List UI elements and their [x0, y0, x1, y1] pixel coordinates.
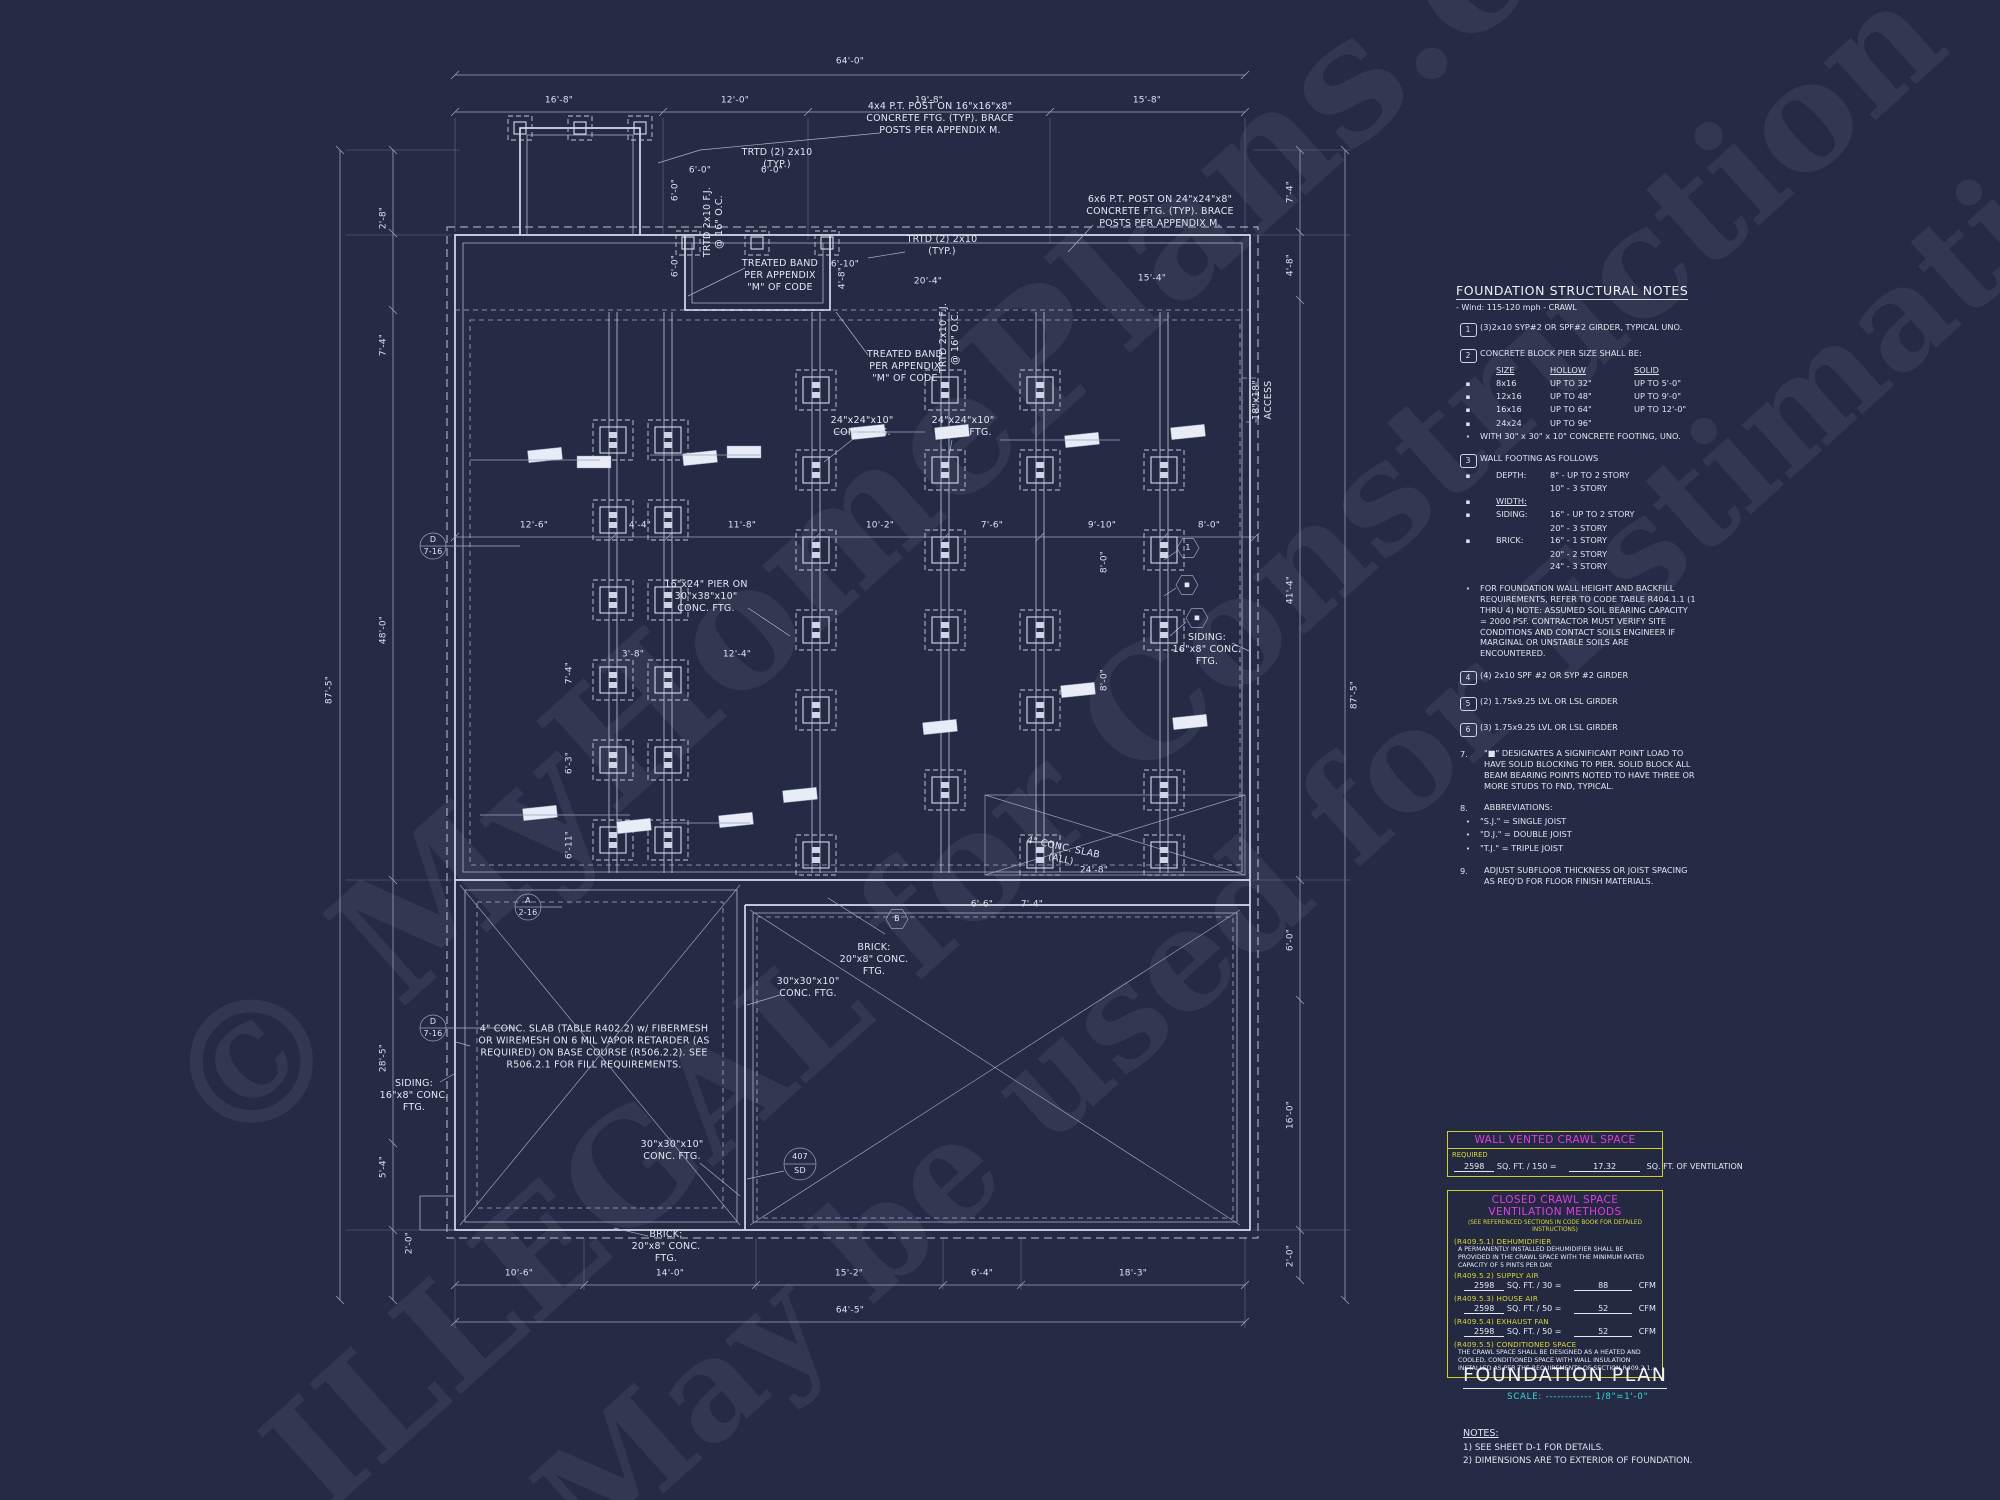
title-block: FOUNDATION PLAN SCALE: ------------ 1/8"… — [1463, 1364, 1692, 1468]
slab-diagonals — [459, 794, 1246, 1226]
structural-note-row: ▪BRICK:16" - 1 STORY — [1465, 535, 1607, 546]
detail-markers — [419, 532, 1209, 1181]
structural-note-row: •WITH 30" x 30" x 10" CONCRETE FOOTING, … — [1465, 430, 1681, 441]
structural-note-row: 5(2) 1.75x9.25 LVL OR LSL GIRDER — [1456, 696, 1696, 712]
structural-note-row: 20" - 3 STORY — [1550, 522, 1607, 533]
sheet-notes: NOTES: 1) SEE SHEET D-1 FOR DETAILS. 2) … — [1463, 1428, 1692, 1468]
structural-note-row: ▪WIDTH: — [1465, 496, 1527, 507]
structural-note-row: •"D.J." = DOUBLE JOIST — [1465, 829, 1572, 840]
foundation-structural-notes: FOUNDATION STRUCTURAL NOTES - Wind: 115-… — [1456, 280, 1696, 887]
crawl-area-value: 2598 — [1454, 1162, 1495, 1172]
structural-note-row: ▪SIDING:16" - UP TO 2 STORY — [1465, 509, 1635, 520]
sheet-notes-title: NOTES: — [1463, 1428, 1499, 1439]
structural-note-row: 6(3) 1.75x9.25 LVL OR LSL GIRDER — [1456, 722, 1696, 738]
structural-note-row: •"S.J." = SINGLE JOIST — [1465, 816, 1567, 827]
ventilation-formula: 2598 SQ. FT. / 150 = 17.32 SQ. FT. OF VE… — [1448, 1159, 1743, 1176]
closed-crawl-subtitle: (SEE REFERENCED SECTIONS IN CODE BOOK FO… — [1467, 1220, 1643, 1234]
sheet-note-2: 2) DIMENSIONS ARE TO EXTERIOR OF FOUNDAT… — [1463, 1455, 1693, 1466]
structural-note-row: 24" - 3 STORY — [1550, 561, 1607, 572]
sheet-note-1: 1) SEE SHEET D-1 FOR DETAILS. — [1463, 1443, 1604, 1453]
scale-note: SCALE: ------------ 1/8"=1'-0" — [1507, 1392, 1649, 1402]
required-label: REQUIRED — [1452, 1151, 1488, 1159]
structural-note-row: 7."■" DESIGNATES A SIGNIFICANT POINT LOA… — [1460, 748, 1695, 791]
wall-vented-crawl-space-table: WALL VENTED CRAWL SPACE REQUIRED 2598 SQ… — [1447, 1131, 1743, 1177]
closed-crawl-title-line1: CLOSED CRAWL SPACE — [1491, 1194, 1619, 1206]
notes-rows: 1(3)2x10 SYP#2 OR SPF#2 GIRDER, TYPICAL … — [1456, 322, 1696, 887]
dimension-lines — [339, 74, 1350, 1328]
ventilation-unit: SQ. FT. OF VENTILATION — [1646, 1162, 1743, 1171]
notes-panel-subtitle: - Wind: 115-120 mph - CRAWL — [1456, 303, 1577, 312]
structural-note-row: 20" - 2 STORY — [1550, 548, 1607, 559]
structural-note-row: •"T.J." = TRIPLE JOIST — [1465, 842, 1564, 853]
foundation-walls — [419, 127, 1259, 1239]
structural-note-row: •FOR FOUNDATION WALL HEIGHT AND BACKFILL… — [1465, 583, 1696, 659]
closed-crawl-title-line2: VENTILATION METHODS — [1488, 1206, 1622, 1219]
closed-crawl-space-table: CLOSED CRAWL SPACE VENTILATION METHODS (… — [1447, 1190, 1663, 1378]
structural-note-row: 4(4) 2x10 SPF #2 OR SYP #2 GIRDER — [1456, 670, 1696, 686]
generated-geometry — [335, 70, 1350, 1327]
structural-note-row: 8.ABBREVIATIONS: — [1460, 802, 1553, 814]
structural-note-row: 10" - 3 STORY — [1550, 483, 1607, 494]
sheet-title: FOUNDATION PLAN — [1463, 1364, 1668, 1389]
ventilation-required-value: 17.32 — [1569, 1162, 1641, 1172]
structural-note-row: 9.ADJUST SUBFLOOR THICKNESS OR JOIST SPA… — [1460, 864, 1688, 886]
structural-note-row: ▪DEPTH:8" - UP TO 2 STORY — [1465, 470, 1630, 480]
formula-divisor: SQ. FT. / 150 = — [1496, 1162, 1557, 1171]
notes-panel-title: FOUNDATION STRUCTURAL NOTES — [1456, 283, 1689, 300]
structural-note-row: 1(3)2x10 SYP#2 OR SPF#2 GIRDER, TYPICAL … — [1456, 322, 1696, 337]
leader-lines — [439, 132, 1250, 1237]
vent-table-title: WALL VENTED CRAWL SPACE — [1448, 1132, 1662, 1149]
